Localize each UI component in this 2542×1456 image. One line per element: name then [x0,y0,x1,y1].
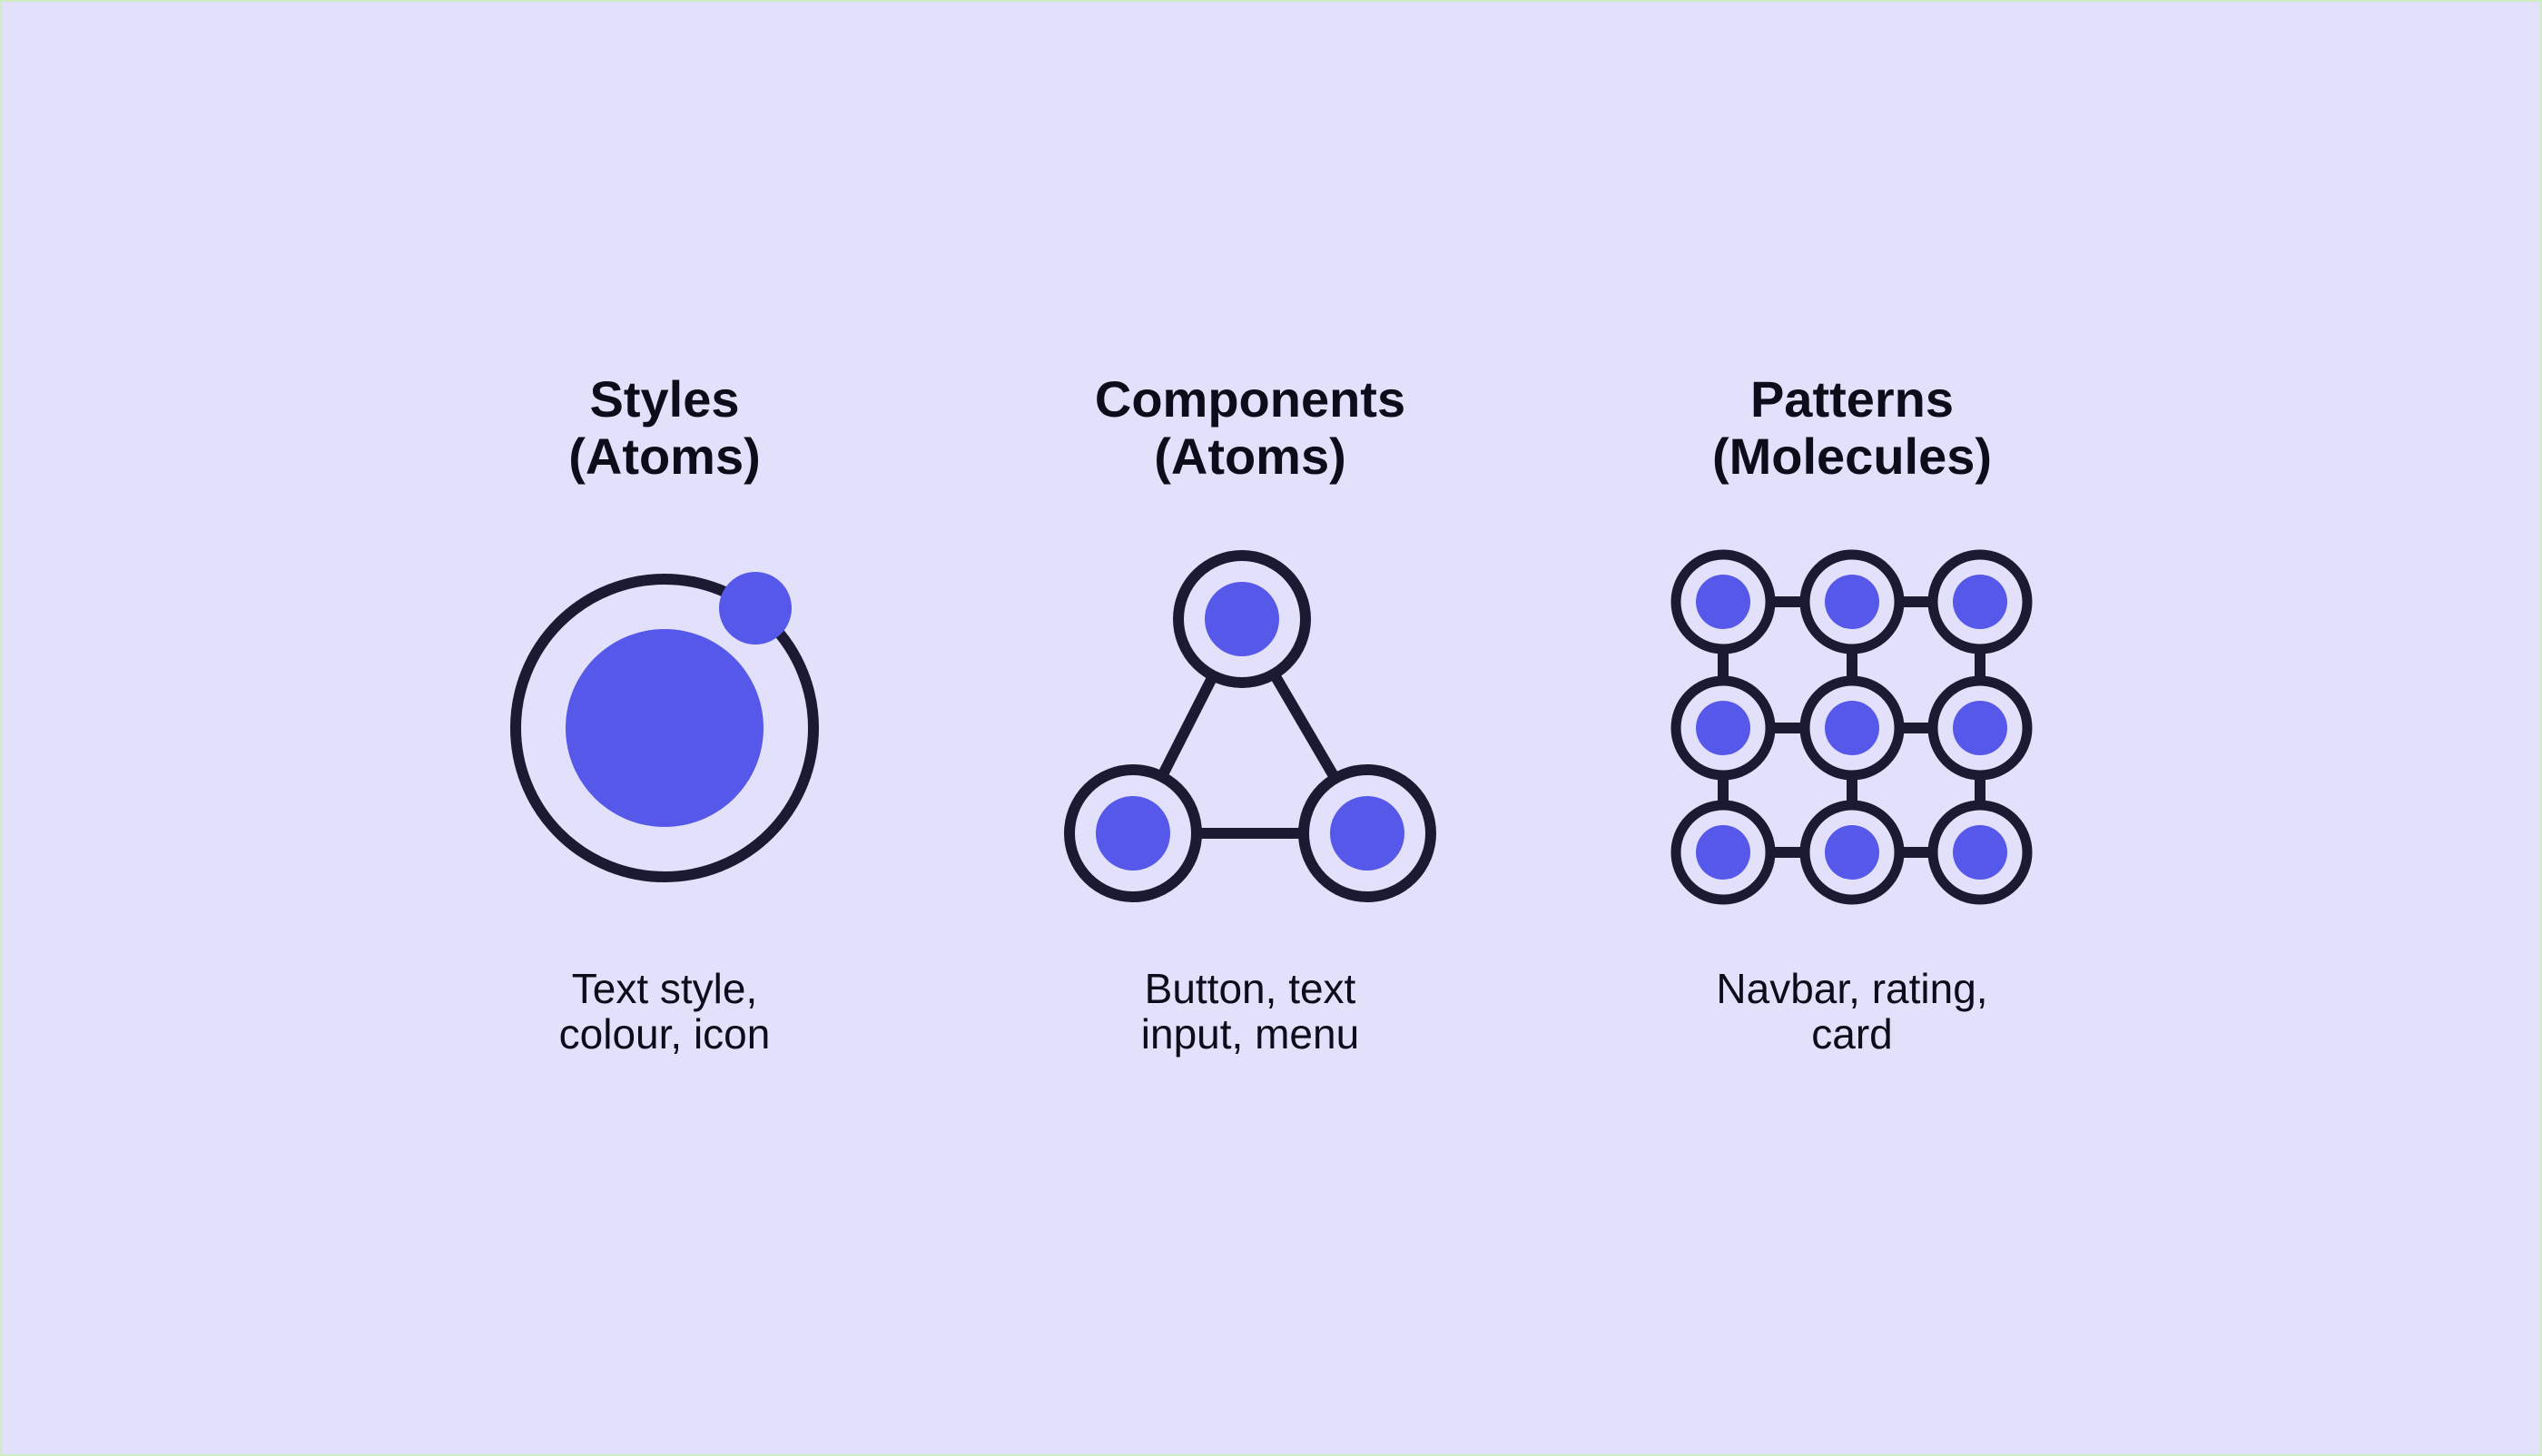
components-title-line1: Components [1094,370,1406,428]
patterns-caption-line2: card [1811,1010,1893,1058]
styles-title: Styles (Atoms) [392,370,937,485]
styles-title-line1: Styles [589,370,740,428]
components-caption: Button, text input, menu [978,966,1522,1057]
patterns-caption-line1: Navbar, rating, [1716,965,1988,1012]
patterns-title: Patterns (Molecules) [1580,370,2124,485]
styles-caption-line2: colour, icon [558,1010,771,1058]
patterns-node-dot [1696,825,1750,880]
components-title-line2: (Atoms) [1154,428,1346,485]
patterns-node-dot [1825,701,1879,755]
patterns-node-dot [1696,701,1750,755]
components-node-dot [1330,796,1404,871]
styles-satellite-dot [719,572,792,644]
patterns-node-dot [1825,825,1879,880]
styles-caption: Text style, colour, icon [392,966,937,1057]
patterns-caption: Navbar, rating, card [1580,966,2124,1057]
patterns-node-dot [1953,575,2007,629]
components-node-dot [1205,582,1279,656]
styles-caption-line1: Text style, [571,965,758,1012]
patterns-title-line1: Patterns [1749,370,1955,428]
patterns-grid-icon [1670,549,2033,905]
components-title: Components (Atoms) [978,370,1522,485]
patterns-node-dot [1953,701,2007,755]
patterns-node-dot [1696,575,1750,629]
components-caption-line2: input, menu [1140,1010,1360,1058]
styles-title-line2: (Atoms) [568,428,761,485]
styles-atom-icon [510,572,819,882]
components-node-dot [1096,796,1170,871]
components-triangle-icon [1064,550,1436,902]
patterns-node-dot [1825,575,1879,629]
components-caption-line1: Button, text [1144,965,1356,1012]
patterns-title-line2: (Molecules) [1711,428,1993,485]
patterns-node-dot [1953,825,2007,880]
styles-core-dot [566,629,764,827]
